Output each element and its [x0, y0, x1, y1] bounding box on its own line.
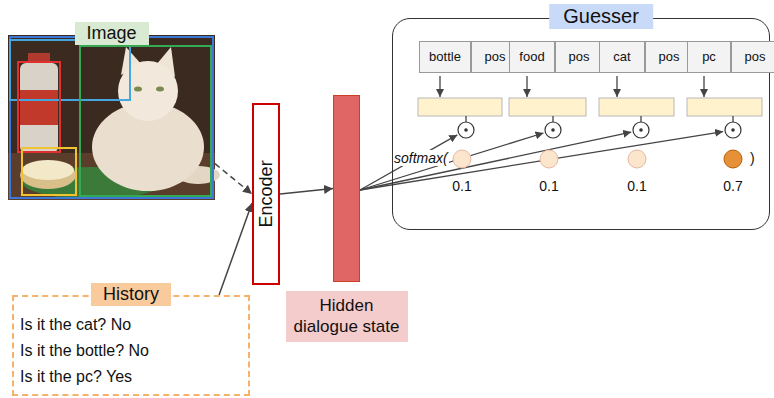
state-to-dot-arrow	[360, 132, 631, 190]
object-name: food	[510, 42, 554, 72]
embedding-arrow	[703, 76, 704, 97]
position-cell: pos	[555, 41, 603, 73]
dot-product-point	[551, 128, 555, 132]
history-text-line: Is it the pc? Yes	[20, 364, 248, 390]
guesser-box: Guesserbottleposfoodposcatpospcpos	[392, 18, 770, 230]
encoder-box: Encoder	[252, 103, 280, 285]
probability-circle	[540, 150, 558, 168]
bar-to-dot-line	[732, 116, 733, 122]
softmax-label: softmax(	[393, 150, 449, 166]
probability-circle	[453, 150, 471, 168]
embedding-bar	[599, 98, 674, 116]
position-cell: pos	[731, 41, 774, 73]
image-heading: Image	[74, 22, 148, 45]
dot-product-point	[639, 128, 643, 132]
object-name: cat	[600, 42, 644, 72]
position-cell: pos	[645, 41, 693, 73]
dot-product-circle	[458, 122, 474, 138]
object-name: pc	[688, 42, 730, 72]
photo	[8, 35, 220, 200]
cat-eye	[156, 87, 164, 92]
history-text-line: Is it the cat? No	[20, 312, 248, 338]
dot-product-point	[464, 128, 468, 132]
object-cell: cat	[599, 41, 645, 73]
probability-value: 0.1	[451, 178, 472, 194]
embedding-bar	[509, 98, 586, 116]
dot-product-point	[731, 128, 735, 132]
probability-circle	[724, 150, 742, 168]
bottle-label	[20, 90, 58, 125]
bar-to-dot-line	[465, 116, 466, 122]
hidden-state-bar: Hidden dialogue state	[333, 95, 360, 282]
object-cell: food	[509, 41, 555, 73]
bounding-box	[18, 62, 60, 152]
dot-product-circle	[725, 122, 741, 138]
image-frame: Image	[8, 35, 215, 200]
dot-product-symbol	[458, 122, 741, 138]
embedding-arrow	[439, 76, 440, 97]
probability-value: 0.1	[538, 178, 559, 194]
history-text-line: Is it the bottle? No	[20, 338, 248, 364]
probability-circle	[628, 150, 646, 168]
hidden-state-label: Hidden dialogue state	[286, 291, 408, 342]
dashed-arrow	[215, 164, 252, 194]
cat-eye	[134, 87, 142, 92]
position-tag: pos	[732, 42, 774, 72]
bounding-box	[10, 40, 130, 100]
embedding-arrow	[616, 76, 617, 97]
embedding-bar	[418, 98, 502, 116]
bottle	[20, 63, 58, 153]
bar-to-dot-line	[640, 116, 641, 122]
sandwich	[20, 161, 76, 189]
dot-product-circle	[545, 122, 561, 138]
probability-value: 0.1	[626, 178, 647, 194]
softmax-close: )	[750, 150, 755, 166]
sandwich-bread	[22, 160, 74, 180]
dot-product-circle	[633, 122, 649, 138]
bounding-box	[22, 148, 76, 195]
cat-head	[118, 61, 178, 121]
position-tag: pos	[646, 42, 692, 72]
position-tag: pos	[556, 42, 602, 72]
flow-arrow	[219, 203, 252, 295]
history-box: HistoryIs it the cat? NoIs it the bottle…	[12, 295, 250, 396]
probability-value: 0.7	[722, 178, 743, 194]
flow-arrow	[280, 189, 333, 195]
object-cell: bottle	[419, 41, 471, 73]
object-name: bottle	[420, 42, 470, 72]
embedding-bar	[687, 98, 762, 116]
object-cell: pc	[687, 41, 731, 73]
history-text: History	[91, 283, 171, 306]
encoder-label: Encoder	[256, 160, 276, 227]
guesser-heading: Guesser	[549, 4, 653, 29]
photo-background	[8, 35, 215, 200]
embedding-arrow	[526, 76, 527, 97]
bounding-box	[10, 37, 213, 198]
bounding-box	[80, 46, 211, 196]
bar-to-dot-line	[552, 116, 553, 122]
